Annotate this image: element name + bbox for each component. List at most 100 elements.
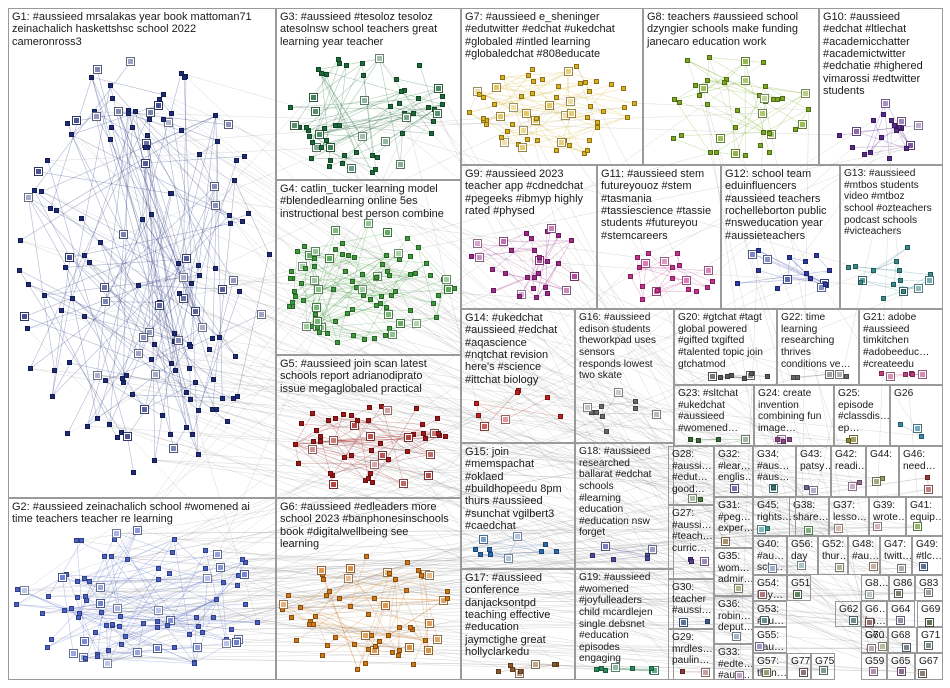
graph-node (246, 211, 251, 216)
graph-node (363, 661, 368, 666)
graph-node (649, 666, 654, 671)
graph-node (869, 667, 878, 676)
graph-node (429, 131, 434, 136)
group-label-g20: G20: #gtchat #tagt global powered #gifte… (678, 312, 774, 370)
graph-node (594, 667, 599, 672)
graph-node (355, 667, 360, 672)
graph-node (513, 532, 522, 541)
graph-node (587, 89, 592, 94)
graph-node (399, 479, 408, 488)
graph-node (329, 436, 338, 445)
graph-node (536, 271, 541, 276)
graph-node (901, 289, 906, 294)
graph-node (67, 360, 72, 365)
graph-node (397, 257, 402, 262)
graph-node (62, 608, 67, 613)
graph-node (897, 564, 906, 573)
graph-node (103, 378, 108, 383)
graph-node (873, 522, 882, 531)
graph-node (490, 267, 495, 272)
graph-node (169, 361, 174, 366)
graph-node (775, 286, 780, 291)
graph-node (518, 669, 523, 674)
graph-node (705, 102, 710, 107)
graph-node (337, 596, 342, 601)
graph-node (196, 408, 201, 413)
graph-node (388, 330, 397, 339)
graph-node (369, 448, 374, 453)
graph-node (140, 405, 149, 414)
graph-node (82, 576, 87, 581)
graph-node (310, 276, 319, 285)
graph-node (539, 549, 544, 554)
graph-node (374, 275, 379, 280)
graph-node (156, 577, 161, 582)
graph-node (160, 413, 165, 418)
graph-node (184, 425, 189, 430)
graph-node (889, 118, 894, 123)
graph-node (423, 436, 428, 441)
graph-node (850, 145, 855, 150)
graph-node (326, 143, 335, 152)
graph-node (155, 301, 164, 310)
graph-node (898, 278, 903, 283)
graph-node (190, 432, 195, 437)
graph-node (218, 285, 227, 294)
graph-node (417, 63, 422, 68)
graph-node (361, 293, 366, 298)
graph-node (771, 485, 776, 490)
graph-node (436, 293, 441, 298)
graph-node (849, 616, 858, 625)
graph-node (925, 276, 934, 285)
graph-node (341, 412, 346, 417)
graph-node (399, 89, 404, 94)
graph-node (475, 253, 484, 262)
group-cell-g53: G53: #au… vc… (753, 601, 787, 627)
graph-node (898, 422, 903, 427)
graph-node (491, 288, 496, 293)
graph-node (93, 371, 102, 380)
graph-node (369, 633, 374, 638)
graph-node (119, 230, 128, 239)
group-label-g85: G8… (865, 578, 886, 590)
graph-node (93, 630, 98, 635)
graph-node (806, 107, 811, 112)
graph-node (221, 580, 226, 585)
graph-node (126, 111, 131, 116)
graph-node (333, 319, 338, 324)
graph-node (641, 259, 650, 268)
graph-node (767, 150, 772, 155)
graph-node (640, 284, 645, 289)
graph-node (203, 574, 212, 583)
graph-node (492, 102, 497, 107)
graph-node (299, 281, 304, 286)
graph-node (213, 113, 218, 118)
group-cell-g31: G31: #peg… exper… (714, 497, 753, 548)
graph-node (918, 370, 927, 379)
graph-node (348, 604, 353, 609)
graph-node (547, 224, 556, 233)
graph-node (552, 662, 557, 667)
graph-node (445, 596, 450, 601)
graph-node (823, 282, 828, 287)
graph-node (342, 153, 347, 158)
graph-node (351, 333, 356, 338)
graph-node (419, 573, 424, 578)
graph-node (381, 601, 390, 610)
graph-node (793, 127, 798, 132)
graph-node (585, 115, 590, 120)
graph-node (168, 432, 173, 437)
graph-node (404, 433, 413, 442)
group-label-g41: G41: equip… (910, 500, 940, 523)
group-label-g19: G19: #aussieed #womened #joyfulleaders c… (579, 572, 671, 665)
graph-node (871, 268, 876, 273)
graph-node (302, 244, 307, 249)
graph-node (925, 475, 930, 480)
graph-node (919, 434, 924, 439)
graph-node (333, 635, 338, 640)
graph-node (595, 125, 600, 130)
graph-node (827, 268, 832, 273)
group-label-g21: G21: adobe #aussieed timkitchen #adobeed… (863, 312, 940, 370)
graph-node (564, 67, 573, 76)
